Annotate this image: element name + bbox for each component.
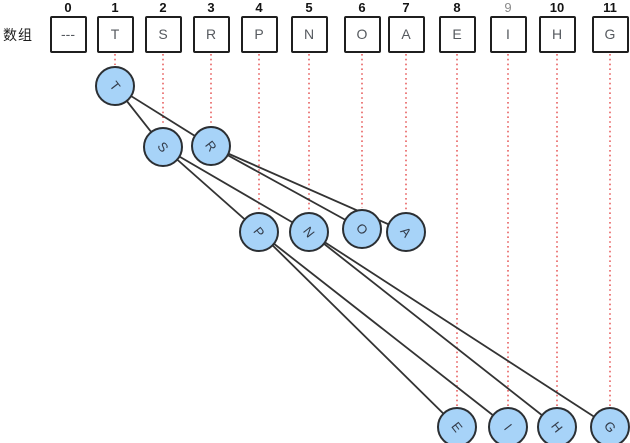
node-circle xyxy=(239,212,279,252)
array-index: 0 xyxy=(64,0,72,15)
array-box: S xyxy=(144,16,182,53)
array-box: G xyxy=(591,16,629,53)
array-index: 9 xyxy=(504,0,512,15)
heap-node-O: O xyxy=(342,209,382,249)
heap-node-R: R xyxy=(191,126,231,166)
heap-node-H: H xyxy=(537,407,577,443)
node-circle xyxy=(191,126,231,166)
array-index: 6 xyxy=(358,0,366,15)
node-circle xyxy=(342,209,382,249)
array-box: A xyxy=(387,16,425,53)
heap-node-E: E xyxy=(437,407,477,443)
node-circle xyxy=(95,66,135,106)
array-box: --- xyxy=(49,16,87,53)
node-circle xyxy=(488,407,528,443)
array-box: R xyxy=(192,16,230,53)
heap-node-A: A xyxy=(386,212,426,252)
node-circle xyxy=(386,212,426,252)
array-box: E xyxy=(438,16,476,53)
node-circle xyxy=(289,212,329,252)
array-box: H xyxy=(538,16,576,53)
array-index: 7 xyxy=(402,0,410,15)
tree-edge-N-G xyxy=(308,231,611,428)
node-circle xyxy=(143,127,183,167)
array-index: 11 xyxy=(603,0,617,15)
array-label: 数组 xyxy=(3,27,33,43)
array-index: 8 xyxy=(453,0,461,15)
node-circle xyxy=(537,407,577,443)
node-circle xyxy=(590,407,630,443)
array-index: 5 xyxy=(305,0,313,15)
heap-node-I: I xyxy=(488,407,528,443)
heap-node-P: P xyxy=(239,212,279,252)
array-box: I xyxy=(489,16,527,53)
array-box: T xyxy=(96,16,134,53)
array-index: 2 xyxy=(159,0,167,15)
array-cell-0: 0--- xyxy=(47,0,89,53)
node-circle xyxy=(437,407,477,443)
tree-edge-R-O xyxy=(210,145,363,230)
heap-node-T: T xyxy=(95,66,135,106)
tree-edge-S-P xyxy=(162,146,260,233)
array-index: 3 xyxy=(207,0,215,15)
tree-edge-P-I xyxy=(258,231,509,428)
tree-edge-N-H xyxy=(308,231,558,428)
array-index: 10 xyxy=(549,0,565,15)
tree-edge-S-N xyxy=(162,146,310,233)
array-box: P xyxy=(240,16,278,53)
heap-node-N: N xyxy=(289,212,329,252)
array-index: 1 xyxy=(111,0,119,15)
heap-node-G: G xyxy=(590,407,630,443)
array-index: 4 xyxy=(255,0,263,15)
array-box: O xyxy=(343,16,381,53)
tree-edge-P-E xyxy=(258,231,458,428)
array-box: N xyxy=(290,16,328,53)
heap-node-S: S xyxy=(143,127,183,167)
